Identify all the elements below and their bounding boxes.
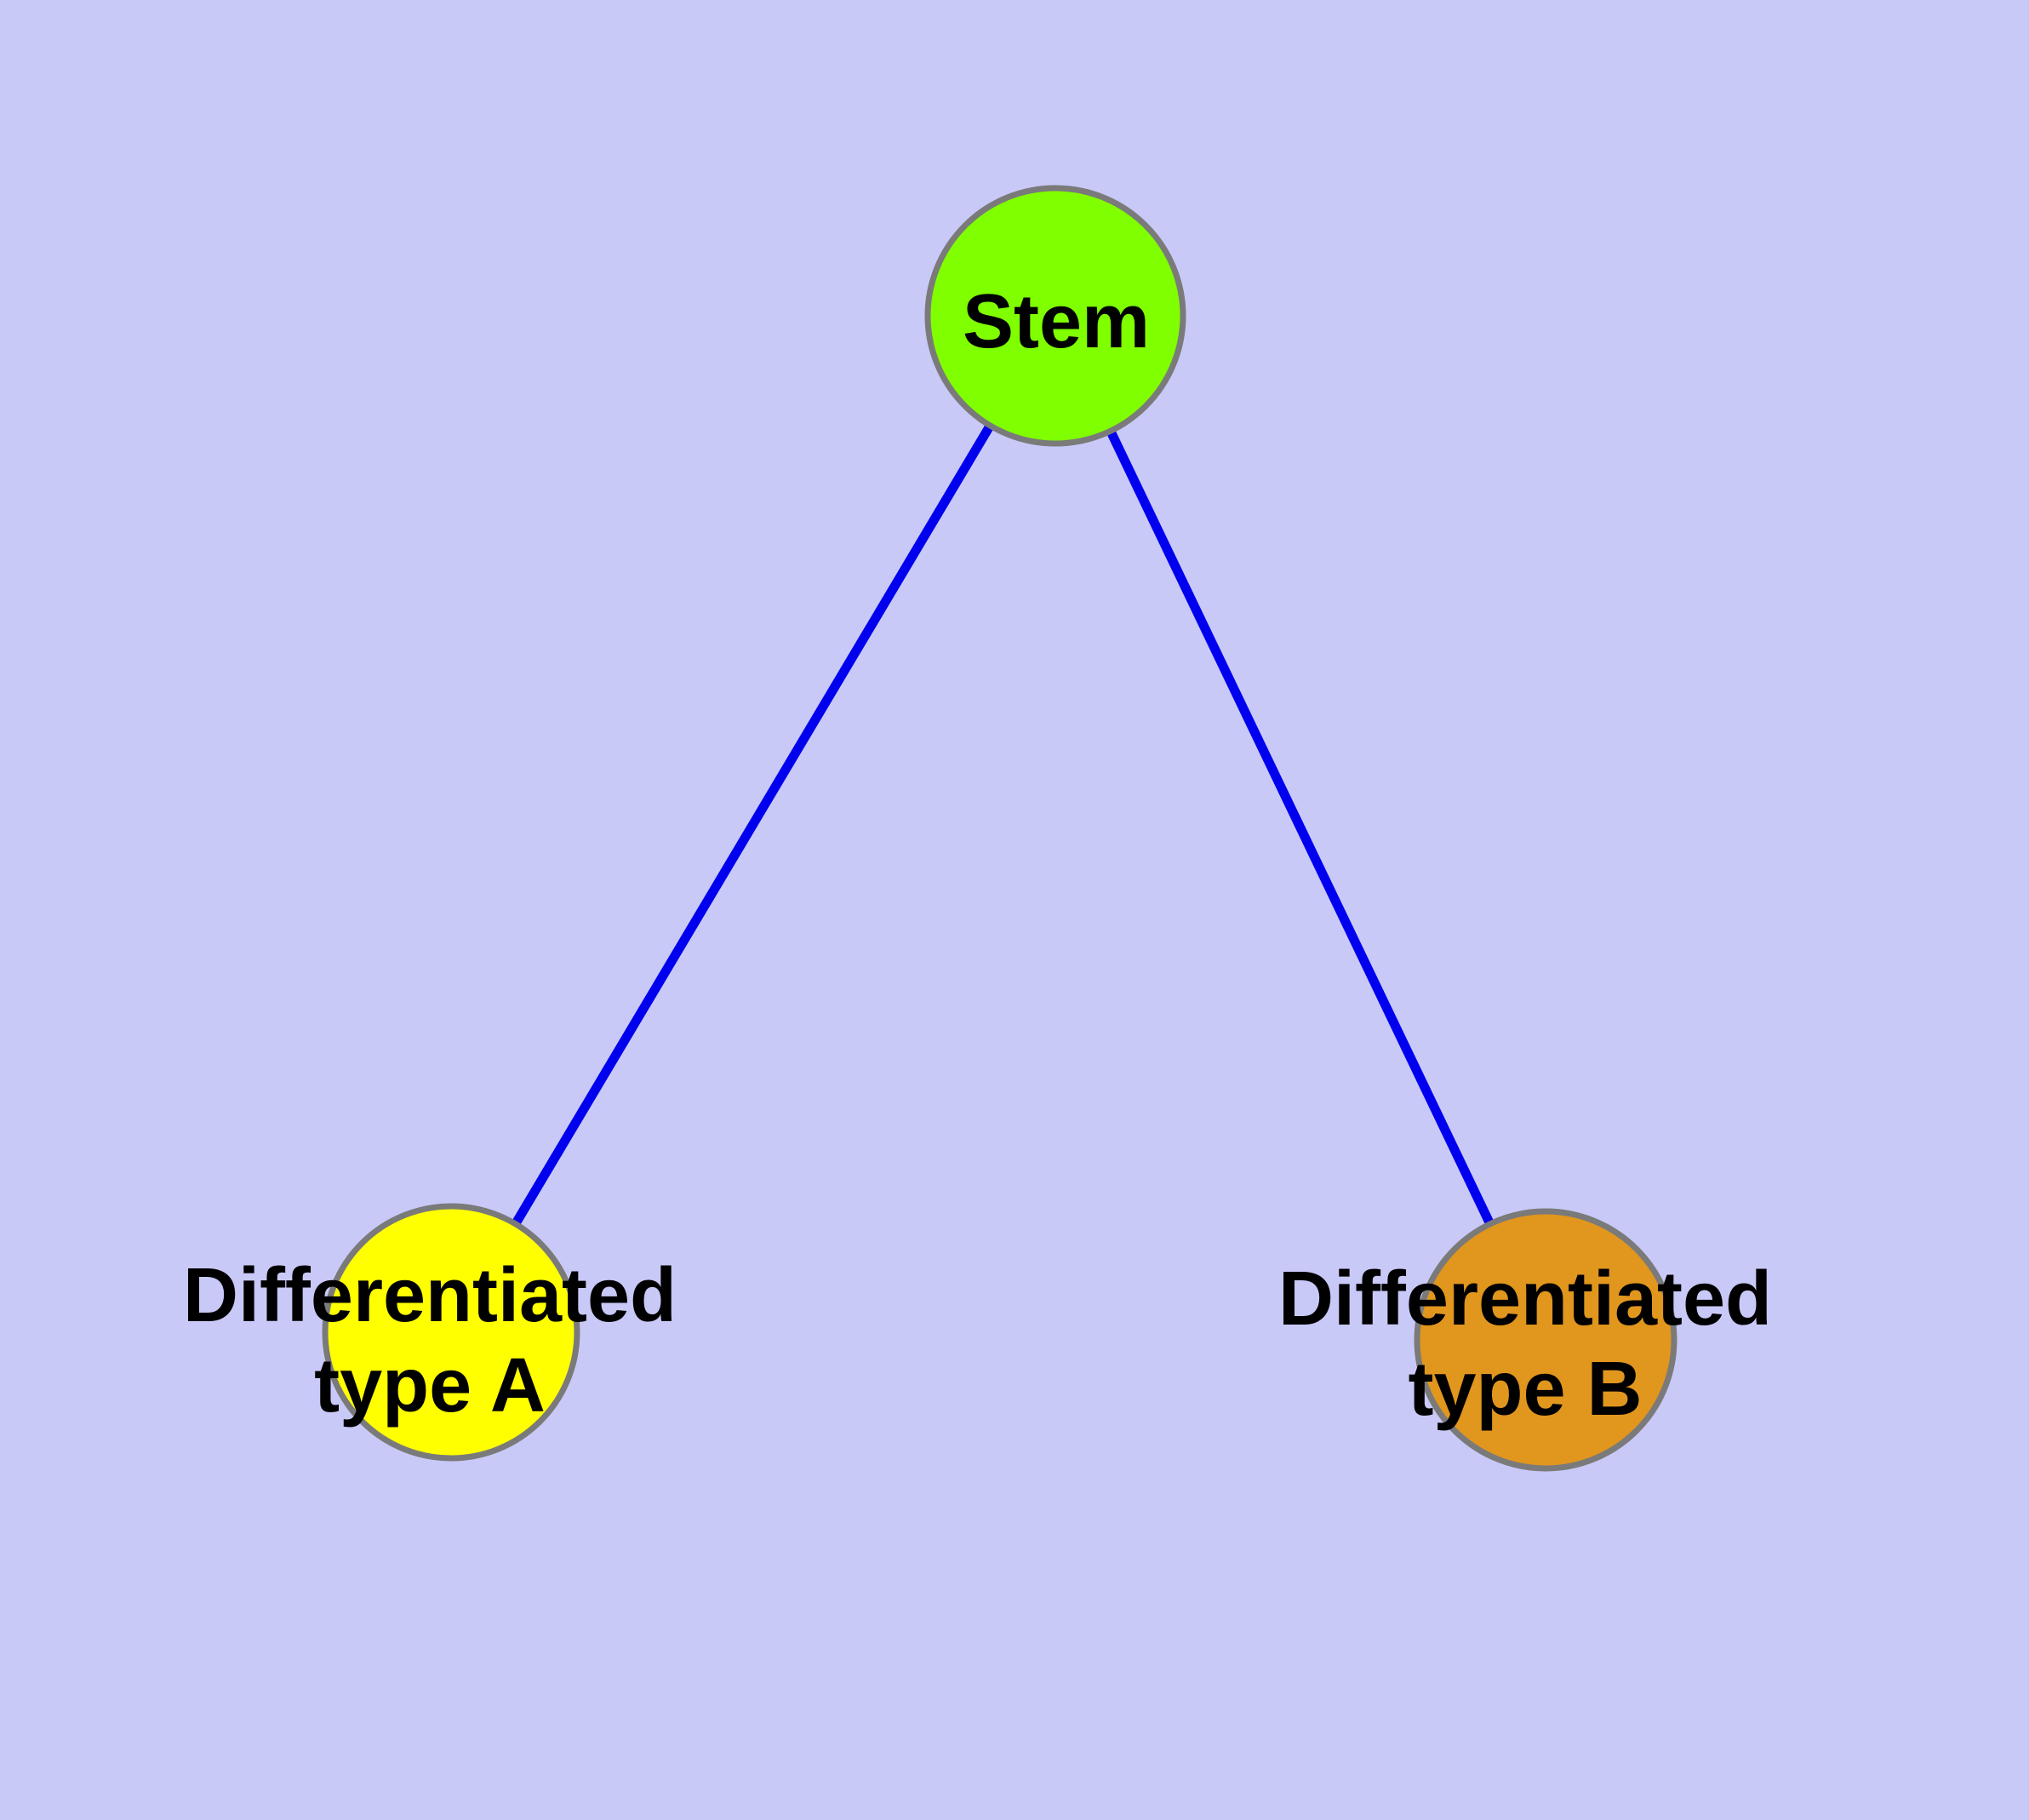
node-type-b-label-line2: type B [1408, 1347, 1642, 1432]
node-differentiated-type-a[interactable] [322, 1203, 580, 1462]
node-stem[interactable] [924, 185, 1186, 447]
node-differentiated-type-b[interactable] [1414, 1208, 1677, 1472]
node-stem-label: Stem [963, 279, 1150, 364]
node-type-a-label-line2: type A [314, 1343, 546, 1428]
node-type-a-label-line1: Differentiated [183, 1253, 677, 1338]
edge-stem-to-type-a[interactable] [447, 313, 1060, 1335]
node-type-b-label-line1: Differentiated [1278, 1256, 1772, 1342]
edge-stem-to-type-b[interactable] [1051, 313, 1550, 1342]
